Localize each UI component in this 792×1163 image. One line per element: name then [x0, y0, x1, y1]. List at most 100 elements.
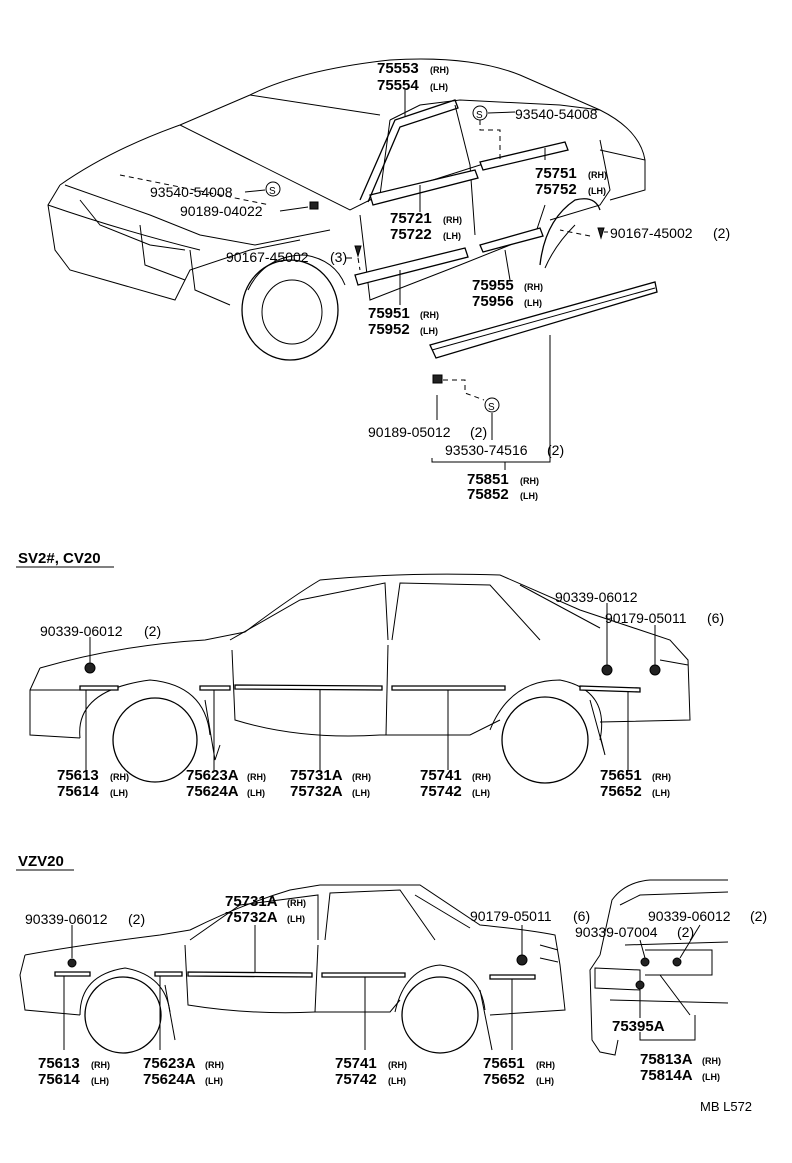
suffix-lh: (LH): [430, 82, 448, 92]
suffix-rh: (RH): [430, 65, 449, 75]
part-number-75752: 75752: [535, 181, 577, 198]
part-number-75732A: 75732A: [225, 909, 278, 926]
sedan-side-drawing: [29, 573, 691, 784]
part-number-90189-04022: 90189-04022: [180, 203, 263, 219]
suffix-lh: (LH): [110, 788, 128, 798]
clip-icon: [84, 662, 96, 674]
suffix-rh: (RH): [388, 1060, 407, 1070]
quantity: (2): [547, 442, 564, 458]
screw-s-icon: [265, 181, 281, 197]
quantity: (6): [707, 610, 724, 626]
part-number-90339-06012-b: 90339-06012: [555, 589, 638, 605]
clip-icon: [309, 201, 319, 210]
wagon-labels: 75731A (RH) 75732A (LH) 90339-06012 (2) …: [25, 893, 767, 1088]
suffix-rh: (RH): [524, 282, 543, 292]
part-number-90179-05011: 90179-05011: [605, 610, 687, 626]
part-number-90339-07004: 90339-07004: [575, 924, 658, 940]
clip-icon: [354, 245, 362, 258]
part-number-75721: 75721: [390, 210, 432, 227]
part-number-75614: 75614: [57, 783, 99, 800]
suffix-rh: (RH): [472, 772, 491, 782]
part-number-75623A: 75623A: [143, 1055, 196, 1072]
svg-text:S: S: [269, 186, 276, 197]
part-number-90189-05012: 90189-05012: [368, 424, 451, 440]
top-fasteners: S S: [265, 105, 605, 271]
quantity: (2): [677, 924, 694, 940]
part-number-90339-06012-a: 90339-06012: [25, 911, 108, 927]
suffix-lh: (LH): [287, 914, 305, 924]
suffix-lh: (LH): [420, 326, 438, 336]
clip-icon: [67, 958, 77, 968]
suffix-lh: (LH): [247, 788, 265, 798]
suffix-rh: (RH): [536, 1060, 555, 1070]
quantity: (2): [713, 225, 730, 241]
quantity: (3): [330, 249, 347, 265]
suffix-lh: (LH): [536, 1076, 554, 1086]
suffix-rh: (RH): [420, 310, 439, 320]
suffix-lh: (LH): [388, 1076, 406, 1086]
clip-icon: [516, 954, 528, 966]
suffix-rh: (RH): [247, 772, 266, 782]
part-number-75741: 75741: [335, 1055, 377, 1072]
wagon-side-drawing: [19, 884, 566, 1054]
part-number-75553: 75553: [377, 60, 419, 77]
quantity: (2): [128, 911, 145, 927]
part-number-75614: 75614: [38, 1071, 80, 1088]
part-number-75742: 75742: [420, 783, 462, 800]
suffix-rh: (RH): [205, 1060, 224, 1070]
suffix-lh: (LH): [352, 788, 370, 798]
part-number-75613: 75613: [38, 1055, 80, 1072]
part-number-75851: 75851: [467, 471, 509, 488]
part-number-75742: 75742: [335, 1071, 377, 1088]
part-number-75623A: 75623A: [186, 767, 239, 784]
part-number-75814A: 75814A: [640, 1067, 693, 1084]
part-number-75951: 75951: [368, 305, 410, 322]
part-number-90339-06012-a: 90339-06012: [40, 623, 123, 639]
part-number-75554: 75554: [377, 77, 419, 94]
part-number-75395A: 75395A: [612, 1018, 665, 1035]
part-number-93540-54008-a: 93540-54008: [515, 106, 598, 122]
part-number-75852: 75852: [467, 486, 509, 503]
sedan-labels: 90339-06012 (2) 90339-06012 90179-05011 …: [40, 589, 724, 800]
part-number-75955: 75955: [472, 277, 514, 294]
part-number-75722: 75722: [390, 226, 432, 243]
car-isometric-drawing: [47, 58, 646, 361]
quantity: (2): [144, 623, 161, 639]
part-number-75952: 75952: [368, 321, 410, 338]
suffix-rh: (RH): [110, 772, 129, 782]
suffix-lh: (LH): [702, 1072, 720, 1082]
part-number-75732A: 75732A: [290, 783, 343, 800]
part-number-75751: 75751: [535, 165, 577, 182]
sedan-fasteners: [84, 603, 661, 770]
wagon-rear-detail: [589, 879, 729, 1056]
part-number-75741: 75741: [420, 767, 462, 784]
clip-icon: [597, 227, 605, 240]
part-number-90167-45002-a: 90167-45002: [610, 225, 693, 241]
suffix-lh: (LH): [524, 298, 542, 308]
part-number-75731A: 75731A: [290, 767, 343, 784]
suffix-lh: (LH): [520, 491, 538, 501]
wagon-fasteners: [63, 925, 528, 1050]
suffix-rh: (RH): [91, 1060, 110, 1070]
quantity: (2): [470, 424, 487, 440]
clip-icon: [672, 957, 682, 967]
part-number-75613: 75613: [57, 767, 99, 784]
suffix-lh: (LH): [652, 788, 670, 798]
part-number-90167-45002-b: 90167-45002: [226, 249, 309, 265]
diagram-reference-code: MB L572: [700, 1099, 752, 1114]
quantity: (2): [750, 908, 767, 924]
suffix-lh: (LH): [91, 1076, 109, 1086]
clip-icon: [649, 664, 661, 676]
top-leaders: [244, 90, 608, 305]
screw-s-icon: [484, 397, 500, 413]
section-title-sedan: SV2#, CV20: [18, 550, 101, 567]
part-number-75956: 75956: [472, 293, 514, 310]
svg-text:S: S: [488, 402, 495, 413]
suffix-rh: (RH): [702, 1056, 721, 1066]
clip-icon: [640, 957, 650, 967]
part-number-90339-06012-b: 90339-06012: [648, 908, 731, 924]
clip-icon: [601, 664, 613, 676]
section-title-wagon: VZV20: [18, 853, 64, 870]
suffix-rh: (RH): [287, 898, 306, 908]
